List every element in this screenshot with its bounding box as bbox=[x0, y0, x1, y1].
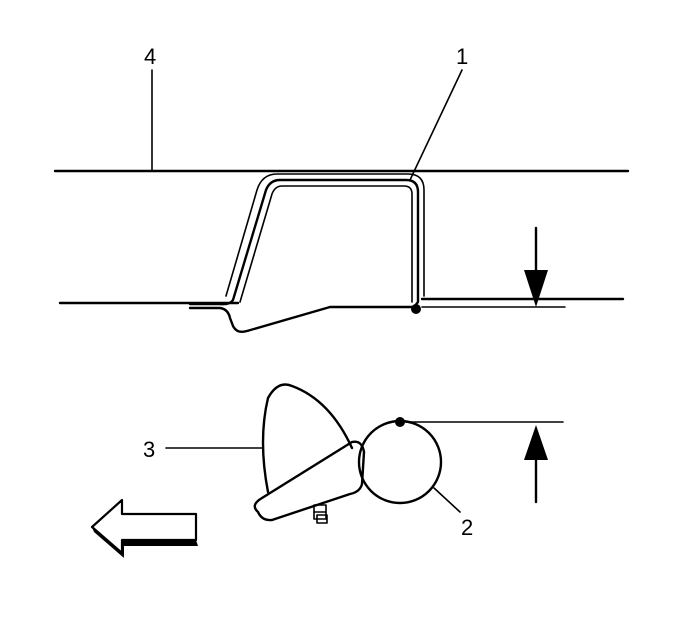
housing-3 bbox=[253, 383, 366, 524]
callout-4: 4 bbox=[144, 44, 156, 69]
direction-arrow-down-icon bbox=[524, 226, 548, 307]
leader-lines bbox=[151, 69, 463, 513]
callout-3: 3 bbox=[143, 437, 155, 462]
bolt-stud bbox=[313, 504, 328, 524]
callout-2: 2 bbox=[461, 515, 473, 540]
attachment-point-upper bbox=[411, 304, 421, 314]
direction-arrow-left-icon bbox=[90, 498, 198, 558]
callout-1: 1 bbox=[456, 44, 468, 69]
attachment-point-lower bbox=[395, 417, 405, 427]
bracket-1 bbox=[188, 173, 425, 334]
direction-arrow-up-icon bbox=[401, 421, 564, 504]
round-part-2 bbox=[357, 417, 443, 505]
